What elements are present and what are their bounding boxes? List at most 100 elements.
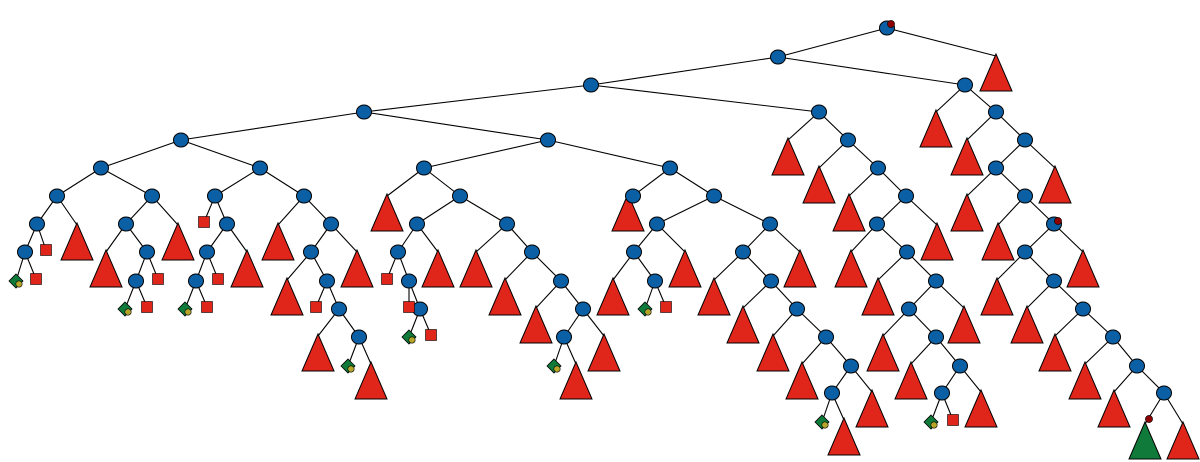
blue-circle-node	[649, 216, 665, 232]
red-square-leaf	[141, 301, 153, 313]
blue-circle-node	[735, 244, 751, 260]
blue-circle-node	[1075, 301, 1091, 317]
blue-circle-node	[331, 301, 347, 317]
red-triangle	[161, 221, 195, 261]
blue-circle-node	[1017, 244, 1033, 260]
diamond-dot	[553, 365, 561, 373]
green-diamond-leaf	[340, 358, 356, 374]
diamond-dot	[408, 336, 416, 344]
blue-circle-node	[789, 301, 805, 317]
tree-edge	[56, 167, 102, 197]
red-triangle	[261, 221, 295, 261]
red-triangle	[611, 192, 645, 232]
blue-circle-node	[17, 244, 33, 260]
red-triangle	[920, 221, 954, 261]
blue-circle-node	[452, 188, 468, 204]
red-triangle	[421, 248, 455, 288]
red-triangle	[947, 304, 981, 344]
red-triangle	[981, 221, 1015, 261]
blue-circle-node	[93, 160, 109, 176]
blue-circle-node	[843, 358, 859, 374]
blue-circle-node	[840, 132, 856, 148]
blue-circle-node	[824, 385, 840, 401]
red-square-leaf	[201, 301, 213, 313]
blue-circle-node	[818, 329, 834, 345]
red-triangle	[756, 332, 790, 372]
blue-circle-node	[409, 216, 425, 232]
red-square-leaf	[212, 273, 224, 285]
blue-circle-node	[898, 188, 914, 204]
blue-circle-node	[296, 188, 312, 204]
red-triangle	[771, 136, 805, 176]
red-square-leaf	[403, 301, 415, 313]
tree-edge	[777, 56, 966, 86]
blue-circle-node	[499, 216, 515, 232]
blue-circle-node	[219, 216, 235, 232]
tree-edge	[886, 27, 997, 57]
green-diamond-leaf	[8, 273, 24, 289]
blue-circle-node	[556, 329, 572, 345]
green-diamond-leaf	[177, 301, 193, 317]
blue-circle-node	[647, 273, 663, 289]
blue-circle-node	[199, 244, 215, 260]
blue-circle-node	[662, 160, 678, 176]
red-triangle	[488, 276, 522, 316]
red-triangle	[964, 388, 998, 428]
tree-edge	[180, 111, 365, 141]
blue-circle-node	[988, 160, 1004, 176]
tree-nodes	[8, 20, 1200, 460]
red-triangle	[89, 248, 123, 288]
red-triangle	[370, 192, 404, 232]
blue-circle-node	[128, 273, 144, 289]
red-triangle	[668, 248, 702, 288]
red-triangle	[1068, 360, 1102, 400]
red-triangle	[950, 192, 984, 232]
blue-circle-node	[1017, 132, 1033, 148]
tree-edge	[363, 84, 592, 113]
red-triangle	[726, 304, 760, 344]
tree-edge	[459, 195, 508, 225]
red-square-leaf	[40, 244, 52, 256]
red-triangle	[894, 360, 928, 400]
dark-red-dot-marker	[887, 20, 895, 28]
tree-edge	[547, 139, 671, 169]
tree-edge	[777, 27, 888, 58]
tree-edge	[214, 167, 261, 197]
blue-circle-node	[1105, 329, 1121, 345]
red-triangle	[340, 248, 374, 288]
blue-circle-node	[957, 77, 973, 93]
blue-circle-node	[869, 216, 885, 232]
blue-circle-node	[901, 301, 917, 317]
red-triangle	[459, 248, 493, 288]
blue-circle-node	[524, 244, 540, 260]
blue-circle-node	[188, 273, 204, 289]
diamond-dot	[821, 421, 829, 429]
diamond-dot	[347, 365, 355, 373]
blue-circle-node	[303, 244, 319, 260]
red-triangle	[866, 332, 900, 372]
red-triangle	[1010, 304, 1044, 344]
blue-circle-node	[928, 273, 944, 289]
blue-circle-node	[1017, 188, 1033, 204]
tree-edge	[416, 195, 461, 225]
tree-edge	[669, 167, 715, 197]
blue-circle-node	[540, 132, 556, 148]
tree-edge	[713, 195, 771, 225]
red-triangle	[1166, 420, 1200, 460]
red-triangle	[832, 192, 866, 232]
diamond-dot	[930, 421, 938, 429]
tree-edge	[180, 139, 261, 169]
red-triangle	[596, 276, 630, 316]
diamond-dot	[184, 308, 192, 316]
green-diamond-leaf	[923, 414, 939, 430]
green-triangle	[1128, 420, 1162, 460]
tree-edge	[259, 167, 305, 197]
blue-circle-node	[553, 273, 569, 289]
blue-circle-node	[770, 49, 786, 65]
red-triangle	[950, 136, 984, 176]
red-triangle	[1038, 164, 1072, 204]
diamond-dot	[124, 308, 132, 316]
red-triangle	[783, 248, 817, 288]
red-triangle	[587, 332, 621, 372]
